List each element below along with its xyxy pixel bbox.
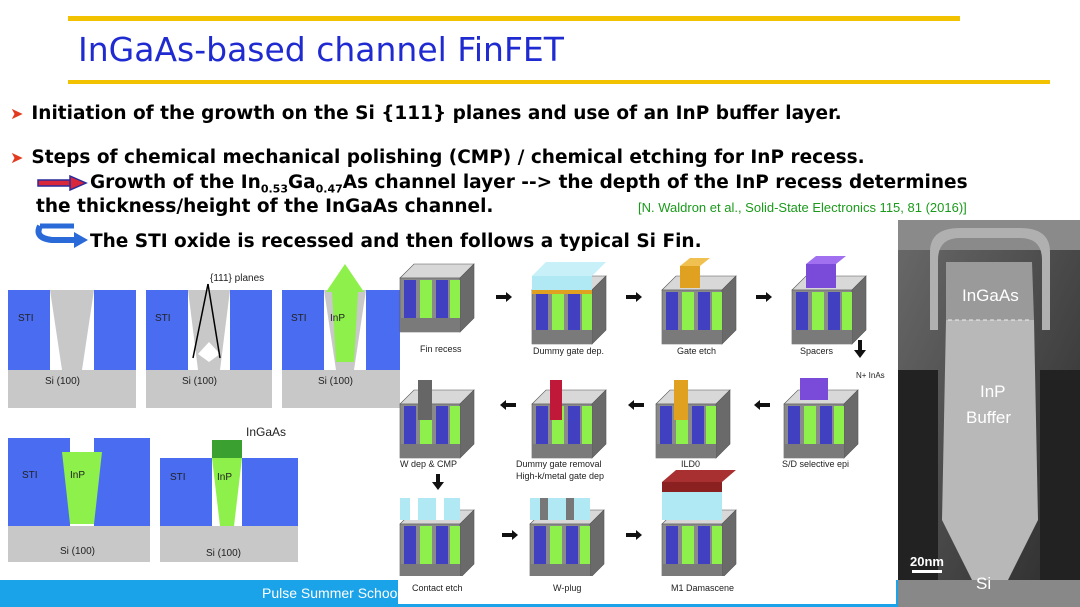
step-label-contact-etch: Contact etch	[412, 583, 463, 593]
step-label-wplug: W-plug	[553, 583, 582, 593]
step-m1-damascene-cube	[661, 470, 737, 579]
bullet-1: ➤ Initiation of the growth on the Si {111…	[10, 103, 842, 124]
label-inp: InP	[330, 313, 346, 324]
label-111-planes: {111} planes	[210, 273, 265, 284]
growth-text-a: Growth of the In	[90, 172, 261, 193]
step-label-fin-recess: Fin recess	[420, 344, 462, 354]
label-si100: Si (100)	[45, 376, 81, 387]
step-label-gate-etch: Gate etch	[677, 346, 717, 356]
cross-section-3	[282, 264, 400, 408]
growth-text-c: As channel layer --> the depth of the In…	[342, 172, 968, 193]
step-label-dummy-removal: Dummy gate removal	[516, 459, 602, 469]
step-label-spacers: Spacers	[800, 346, 834, 356]
flow-arrow-icon	[756, 292, 772, 302]
bullet-arrow-icon: ➤	[10, 104, 24, 123]
tem-label-si: Si	[976, 574, 992, 593]
label-ingaas: InGaAs	[246, 425, 287, 439]
tem-label-inp: InP	[980, 382, 1006, 401]
label-si100: Si (100)	[206, 548, 242, 559]
bullet-1-text: Initiation of the growth on the Si {111}…	[31, 103, 842, 124]
cross-section-1	[8, 290, 136, 408]
flow-arrow-icon	[496, 292, 512, 302]
label-si100: Si (100)	[60, 546, 96, 557]
label-si100: Si (100)	[318, 376, 354, 387]
flow-down-arrow-icon	[854, 340, 866, 358]
step-label-hk-mg: High-k/metal gate dep	[516, 471, 605, 481]
slide-title: InGaAs-based channel FinFET	[78, 30, 564, 69]
step-gate-etch-cube	[661, 258, 737, 345]
label-inp: InP	[217, 472, 233, 483]
cross-section-4	[8, 438, 150, 562]
label-sti: STI	[18, 313, 34, 324]
step-label-wdep: W dep & CMP	[400, 459, 458, 469]
flow-arrow-icon	[626, 530, 642, 540]
flow-down-arrow-icon	[432, 474, 444, 490]
step-spacers-cube	[791, 256, 867, 345]
sub-bullet-growth-line2: the thickness/height of the InGaAs chann…	[36, 196, 494, 217]
growth-sub-2: 0.47	[315, 182, 343, 196]
growth-sub-1: 0.53	[260, 182, 288, 196]
flow-arrow-icon	[626, 292, 642, 302]
label-sti: STI	[155, 313, 171, 324]
sub-bullet-growth: Growth of the In0.53Ga0.47As channel lay…	[90, 172, 968, 196]
step-dummy-gate-cube	[531, 262, 607, 345]
step-fin-recess-cube	[399, 263, 475, 333]
step-label-ild0: ILD0	[681, 459, 701, 469]
label-sti: STI	[22, 470, 38, 481]
step-label-nplus-inas: N+ InAs	[856, 371, 885, 380]
bullet-arrow-icon: ➤	[10, 148, 24, 167]
tem-scale-bar-label: 20nm	[910, 554, 944, 569]
title-underline	[68, 80, 1050, 84]
sub-bullet-sti: The STI oxide is recessed and then follo…	[90, 231, 702, 252]
step-label-m1: M1 Damascene	[671, 583, 735, 593]
bullet-2: ➤ Steps of chemical mechanical polishing …	[10, 147, 865, 168]
step-wplug-cube	[529, 498, 605, 579]
curved-arrow-icon	[35, 223, 88, 248]
step-wdep-cube	[399, 380, 475, 459]
fin-growth-cross-sections	[8, 264, 400, 562]
label-si100: Si (100)	[182, 376, 218, 387]
flow-arrow-icon	[754, 400, 770, 410]
flow-arrow-icon	[500, 400, 516, 410]
tem-label-ingaas: InGaAs	[962, 286, 1019, 305]
step-label-dummy-gate: Dummy gate dep.	[533, 346, 605, 356]
flow-arrow-icon	[502, 530, 518, 540]
tem-label-buffer: Buffer	[966, 408, 1012, 427]
step-sd-epi-cube	[783, 378, 859, 459]
cross-section-5	[160, 440, 298, 562]
cross-section-2	[146, 283, 272, 408]
top-accent-line	[68, 16, 960, 21]
step-dummy-gate-removal-cube	[531, 380, 607, 459]
step-ild0-cube	[655, 380, 731, 459]
step-label-sd-epi: S/D selective epi	[782, 459, 850, 469]
label-inp: InP	[70, 470, 86, 481]
process-flow-bottom-strip	[398, 576, 896, 604]
growth-text-b: Ga	[287, 172, 316, 193]
process-flow-diagram	[399, 256, 867, 579]
bullet-2-text: Steps of chemical mechanical polishing (…	[31, 147, 865, 168]
flow-arrow-icon	[628, 400, 644, 410]
label-sti: STI	[291, 313, 307, 324]
tem-micrograph	[898, 220, 1080, 607]
step-contact-etch-cube	[399, 498, 475, 579]
right-arrow-icon	[37, 175, 88, 191]
label-sti: STI	[170, 472, 186, 483]
citation: [N. Waldron et al., Solid-State Electron…	[638, 200, 967, 215]
